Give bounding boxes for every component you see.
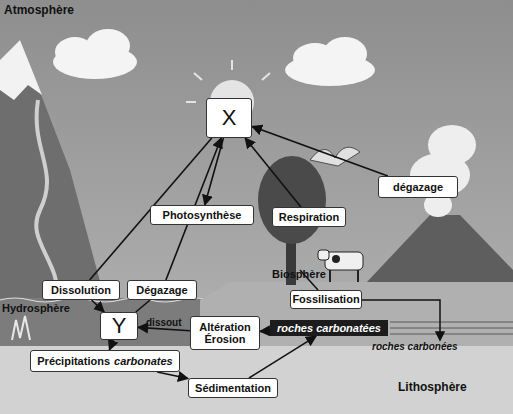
node-text: dégazage: [393, 181, 443, 193]
process-box: Dissolution: [42, 280, 120, 300]
sun-ray: [231, 60, 233, 70]
flow-arrow: [205, 138, 224, 205]
rock-line: [390, 334, 513, 335]
process-box: Fossilisation: [290, 290, 362, 309]
region-label: Biosphère: [272, 268, 326, 280]
node-text: X: [222, 106, 237, 130]
pool-box: X: [206, 98, 252, 138]
cow-leg: [357, 270, 359, 282]
region-label: roches carbonées: [372, 341, 458, 352]
cloud-part: [323, 37, 367, 71]
sun-rays: [186, 60, 270, 102]
river: [36, 100, 58, 300]
region-label: Hydrosphère: [2, 302, 70, 314]
node-text: Altération Érosion: [194, 321, 256, 345]
arrow-head: [436, 332, 444, 340]
mountain: [0, 40, 105, 300]
flow-arrow: [92, 300, 105, 312]
node-text: roches carbonatées: [277, 322, 381, 334]
sun-ray: [262, 73, 270, 80]
process-box: Dégazage: [127, 280, 197, 300]
flow-arrow: [157, 372, 188, 379]
cow-head: [318, 250, 329, 260]
cloud: [53, 29, 137, 79]
coral: [12, 316, 30, 340]
node-text: Respiration: [279, 211, 340, 223]
rock-band: roches carbonatées: [270, 320, 388, 336]
flow-arrow: [109, 340, 113, 350]
cow-spot: [332, 255, 340, 263]
node-text: Dégazage: [136, 284, 187, 296]
plume-part: [428, 125, 476, 165]
node-text: Dissolution: [51, 284, 111, 296]
process-box: dégazage: [378, 176, 458, 198]
volcano-plume: [410, 125, 476, 217]
pool-box: Y: [100, 312, 138, 340]
rock-pattern: [390, 322, 513, 334]
node-text: Fossilisation: [292, 293, 359, 305]
node-text: Précipitations: [37, 355, 110, 367]
process-box: Altération Érosion: [190, 316, 260, 350]
bird: [310, 147, 360, 166]
flow-arrow: [260, 330, 270, 332]
process-box: Précipitations carbonates: [30, 350, 180, 372]
tree-canopy: [258, 156, 326, 244]
mountain-snow: [0, 40, 42, 100]
sun-ray: [194, 73, 202, 80]
cow-leg: [329, 270, 331, 282]
node-subtext: carbonates: [114, 355, 173, 367]
cow-body: [325, 252, 363, 270]
edge-label: dissout: [146, 317, 182, 328]
flow-arrow: [252, 126, 388, 176]
cloud: [285, 37, 375, 86]
cloud-part: [86, 29, 130, 63]
rock-line: [390, 322, 513, 323]
flow-arrow: [245, 138, 301, 207]
rock-line: [390, 328, 513, 329]
lithosphere-band: [0, 346, 513, 414]
flow-arrow: [136, 300, 150, 312]
process-box: Respiration: [272, 207, 346, 227]
region-label: Lithosphère: [398, 380, 467, 394]
sun-ray: [186, 101, 196, 103]
node-text: Photosynthèse: [163, 209, 242, 221]
node-text: Y: [112, 314, 127, 338]
node-text: Sédimentation: [195, 382, 271, 394]
process-box: Sédimentation: [188, 378, 278, 398]
process-box: Photosynthèse: [150, 205, 254, 225]
region-label: Atmosphère: [4, 3, 74, 17]
